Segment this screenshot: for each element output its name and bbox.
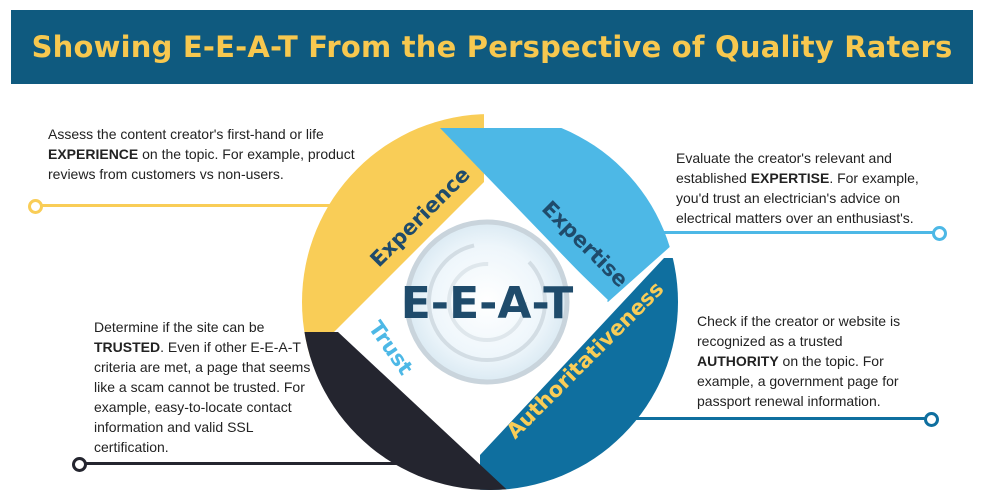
expertise-connector-dot [932,226,947,241]
experience-connector [40,204,360,207]
trust-connector [82,462,457,465]
expertise-description: Evaluate the creator's relevant and esta… [676,150,919,226]
authoritativeness-connector [590,417,930,420]
authoritativeness-description: Check if the creator or website is recog… [697,313,901,409]
expertise-connector [655,231,938,234]
center-ring-core [447,262,527,342]
header-banner: Showing E-E-A-T From the Perspective of … [11,10,973,84]
trust-connector-dot [72,457,87,472]
experience-description: Assess the content creator's first-hand … [48,126,355,182]
authoritativeness-connector-dot [924,412,939,427]
trust-description: Determine if the site can be TRUSTED. Ev… [94,319,311,455]
page-title: Showing E-E-A-T From the Perspective of … [31,30,953,64]
experience-connector-dot [28,199,43,214]
center-ring-inner [427,242,547,362]
center-label: E-E-A-T [401,278,574,329]
